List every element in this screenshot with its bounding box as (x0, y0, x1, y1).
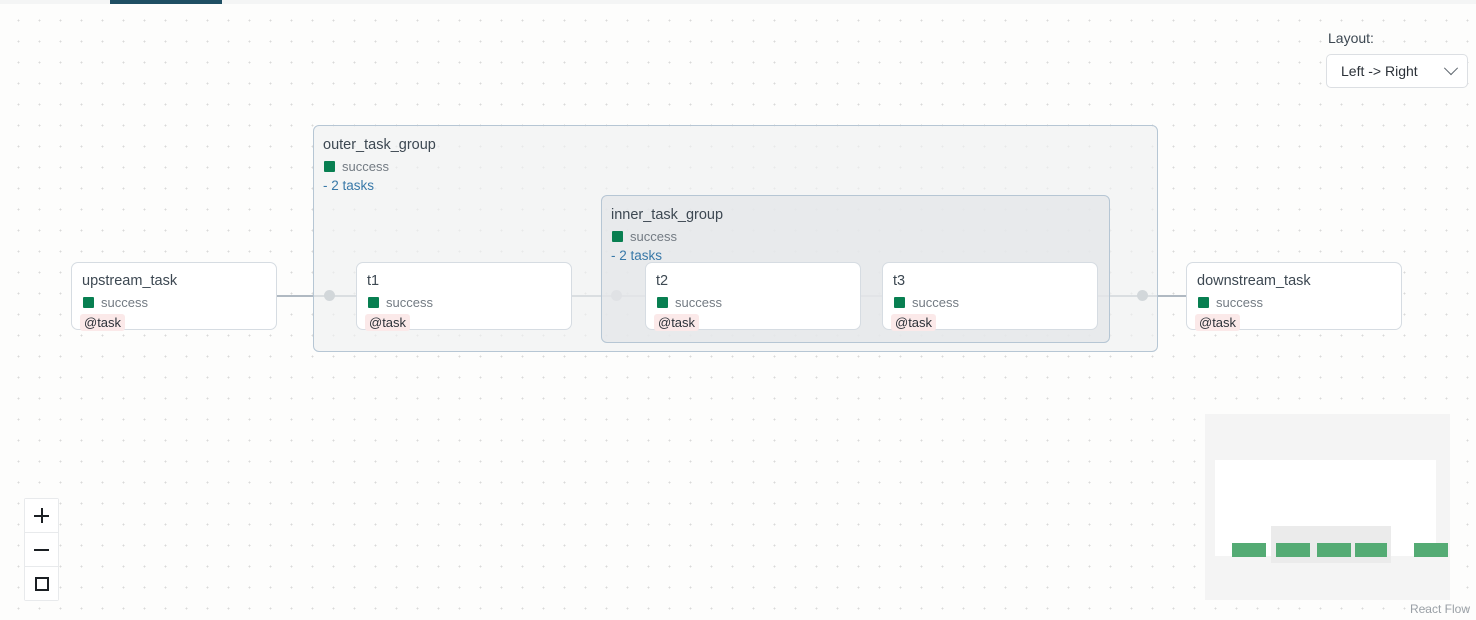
task-node-status-text: success (912, 295, 959, 310)
group-task-count[interactable]: - 2 tasks (323, 178, 375, 193)
task-node-operator-badge: @task (365, 314, 411, 331)
minimap-node (1317, 543, 1351, 557)
react-flow-attribution[interactable]: React Flow (1409, 602, 1470, 616)
task-node-status: success (657, 295, 722, 310)
task-node-operator-badge: @task (1195, 314, 1241, 331)
tab-graph-active-indicator[interactable] (110, 0, 222, 4)
minus-icon (34, 548, 49, 551)
task-node-t3[interactable]: t3 success @task (882, 262, 1098, 331)
status-square-icon (83, 297, 94, 308)
status-square-icon (612, 231, 623, 242)
minimap-node (1414, 543, 1448, 557)
task-node-t1[interactable]: t1 success @task (356, 262, 572, 331)
minimap-viewport[interactable] (1215, 460, 1448, 563)
task-node-title: t2 (656, 273, 669, 289)
layout-panel: Layout: Left -> Right (1326, 30, 1468, 88)
task-node-title: downstream_task (1197, 273, 1311, 289)
group-label: inner_task_group (611, 207, 724, 223)
chevron-down-icon (1443, 61, 1459, 76)
minimap-node (1276, 543, 1310, 557)
minimap-node (1232, 543, 1266, 557)
task-node-status-text: success (675, 295, 722, 310)
task-node-status-text: success (386, 295, 433, 310)
task-node-t2[interactable]: t2 success @task (645, 262, 861, 331)
status-square-icon (1198, 297, 1209, 308)
task-node-upstream-task[interactable]: upstream_task success @task (71, 262, 277, 331)
task-node-status-text: success (101, 295, 148, 310)
layout-caption: Layout: (1328, 30, 1374, 46)
group-task-count[interactable]: - 2 tasks (611, 248, 663, 263)
task-node-downstream-task[interactable]: downstream_task success @task (1186, 262, 1402, 331)
flow-canvas[interactable]: outer_task_group success - 2 tasks inner… (0, 4, 1476, 620)
status-square-icon (894, 297, 905, 308)
task-node-status: success (368, 295, 433, 310)
zoom-controls (24, 498, 59, 601)
task-node-operator-badge: @task (891, 314, 937, 331)
task-node-operator-badge: @task (80, 314, 126, 331)
layout-select[interactable]: Left -> Right (1326, 54, 1468, 88)
group-status: success (612, 229, 677, 244)
minimap[interactable] (1205, 414, 1450, 600)
task-node-title: t1 (367, 273, 380, 289)
tab-strip (0, 0, 1476, 4)
task-node-title: upstream_task (82, 273, 178, 289)
task-node-status: success (1198, 295, 1263, 310)
task-node-title: t3 (893, 273, 906, 289)
zoom-in-button[interactable] (25, 499, 58, 533)
task-node-status: success (894, 295, 959, 310)
status-square-icon (324, 161, 335, 172)
group-label: outer_task_group (323, 137, 436, 153)
group-status: success (324, 159, 389, 174)
layout-select-value: Left -> Right (1341, 63, 1418, 79)
task-node-status: success (83, 295, 148, 310)
group-status-text: success (630, 229, 677, 244)
fit-view-icon (34, 576, 49, 591)
fit-view-button[interactable] (25, 567, 58, 600)
zoom-out-button[interactable] (25, 533, 58, 567)
task-node-operator-badge: @task (654, 314, 700, 331)
group-status-text: success (342, 159, 389, 174)
plus-icon (34, 508, 49, 523)
status-square-icon (368, 297, 379, 308)
status-square-icon (657, 297, 668, 308)
task-node-status-text: success (1216, 295, 1263, 310)
minimap-node (1355, 543, 1387, 557)
